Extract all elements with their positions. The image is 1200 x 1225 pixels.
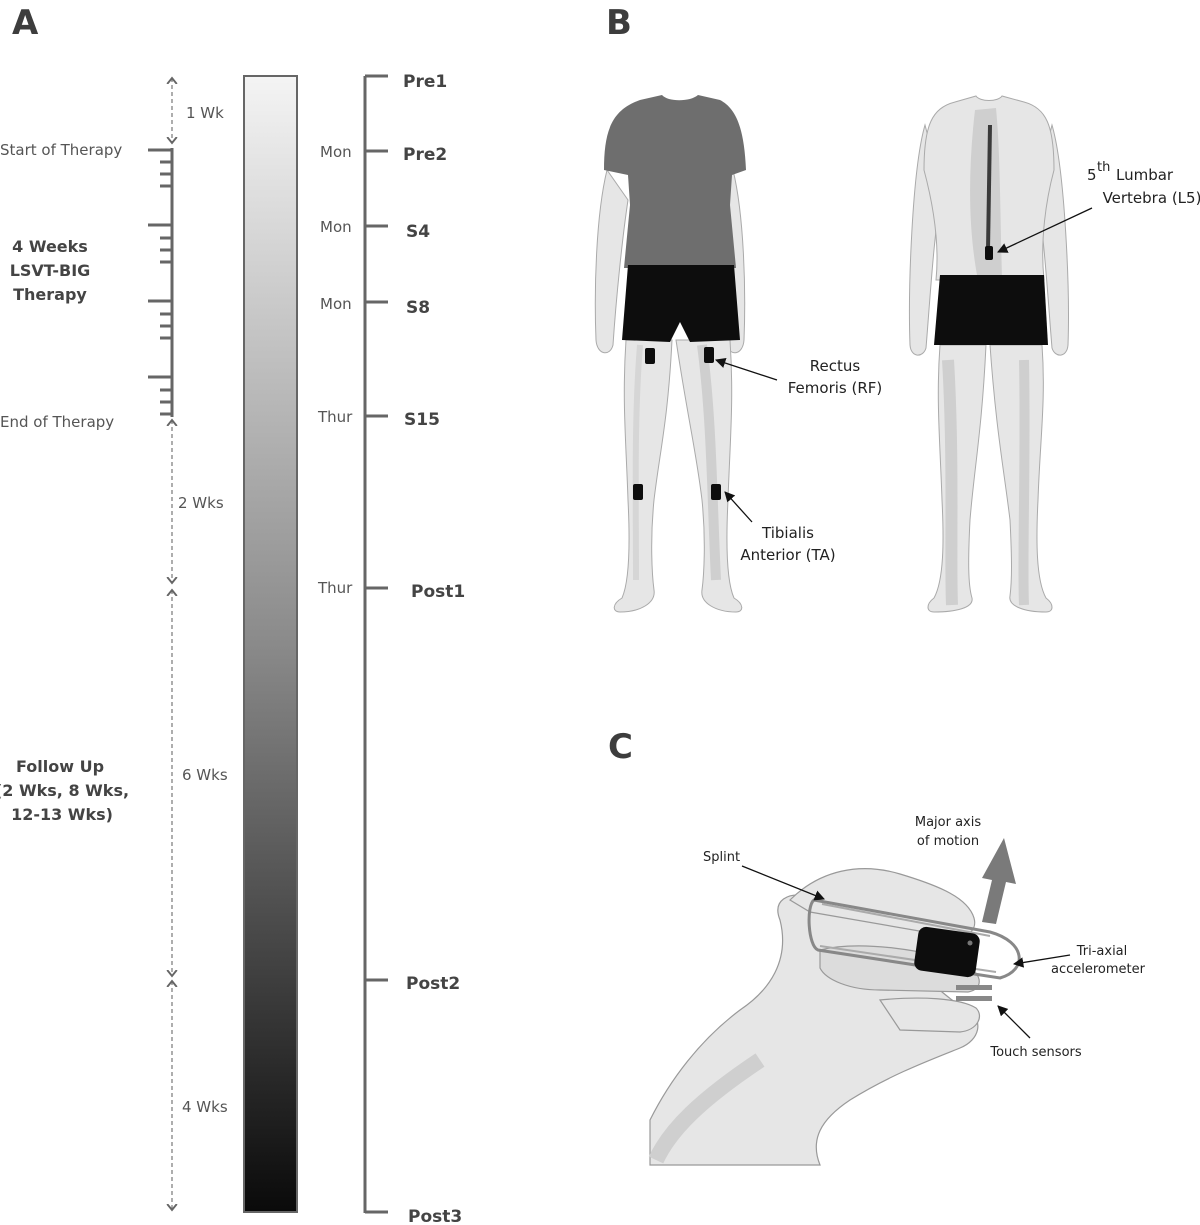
day-pre2: Mon [320, 143, 352, 161]
day-s4: Mon [320, 218, 352, 236]
session-post3: Post3 [408, 1207, 462, 1225]
hand-illustration [648, 868, 1021, 1166]
touch-label: Touch sensors [989, 1045, 1082, 1060]
l5-label-line-1: Lumbar [1116, 166, 1174, 184]
day-s15: Thur [317, 408, 353, 426]
panel-letter-b: B [606, 3, 632, 43]
interval-1wk: 1 Wk [186, 104, 224, 122]
followup-line-3: 12-13 Wks) [11, 805, 113, 824]
rf-label-line-1: Rectus [810, 357, 861, 375]
l5-label-number: 5 [1087, 166, 1097, 184]
l5-pointer [997, 207, 1093, 253]
therapy-phase-label: 4 Weeks LSVT-BIG Therapy [10, 237, 91, 304]
front-body-figure [594, 95, 746, 613]
l5-label-superscript: th [1097, 160, 1110, 175]
panel-letter-c: C [608, 727, 633, 767]
interval-4wks: 4 Wks [182, 1098, 228, 1116]
session-labels: Pre1 Pre2 S4 S8 S15 Post1 Post2 Post3 [403, 72, 465, 1225]
axis-label-line-1: Major axis [915, 815, 981, 830]
start-of-therapy-label: Start of Therapy [0, 141, 122, 159]
session-s15: S15 [404, 410, 440, 430]
day-post1: Thur [317, 579, 353, 597]
session-s4: S4 [406, 222, 430, 242]
back-body-figure [909, 95, 1069, 613]
interval-6wks: 6 Wks [182, 766, 228, 784]
session-post2: Post2 [406, 974, 460, 994]
timeline-gradient-bar [243, 75, 298, 1213]
session-pre1: Pre1 [403, 72, 447, 92]
accelerometer-device [914, 926, 980, 978]
accel-pointer [1012, 954, 1071, 968]
touch-pointer [997, 1005, 1031, 1039]
major-axis-arrow [982, 838, 1016, 924]
rf-pointer [715, 357, 778, 381]
interval-2wks: 2 Wks [178, 494, 224, 512]
ta-label-line-1: Tibialis [761, 524, 814, 542]
ta-label-line-2: Anterior (TA) [740, 546, 835, 564]
l5-sensor [985, 246, 993, 260]
followup-line-2: (2 Wks, 8 Wks, [0, 781, 129, 800]
therapy-ruler [148, 148, 174, 417]
therapy-line-2: LSVT-BIG [10, 261, 91, 280]
session-post1: Post1 [411, 582, 465, 602]
session-days: Mon Mon Mon Thur Thur [317, 143, 353, 597]
rf-sensor-left [645, 348, 655, 364]
splint-label: Splint [703, 850, 740, 865]
ta-sensor-left [633, 484, 643, 500]
accel-label-line-2: accelerometer [1051, 962, 1146, 977]
session-pre2: Pre2 [403, 145, 447, 165]
therapy-line-1: 4 Weeks [12, 237, 88, 256]
session-ruler [363, 74, 388, 1214]
splint-pointer [741, 865, 825, 901]
day-s8: Mon [320, 295, 352, 313]
panel-letter-a: A [12, 3, 39, 43]
rf-sensor-right [704, 347, 714, 363]
accel-label-line-1: Tri-axial [1076, 944, 1128, 959]
followup-line-1: Follow Up [16, 757, 104, 776]
ta-sensor-right [711, 484, 721, 500]
l5-label: 5 th Lumbar Vertebra (L5) [1087, 160, 1200, 207]
touch-sensor-bottom [956, 996, 992, 1001]
therapy-line-3: Therapy [13, 285, 87, 304]
end-of-therapy-label: End of Therapy [0, 413, 114, 431]
touch-sensor-top [956, 985, 992, 990]
axis-label-line-2: of motion [917, 834, 979, 849]
l5-label-line-2: Vertebra (L5) [1103, 189, 1200, 207]
rf-label-line-2: Femoris (RF) [788, 379, 883, 397]
ta-pointer [724, 491, 753, 523]
followup-phase-label: Follow Up (2 Wks, 8 Wks, 12-13 Wks) [0, 757, 129, 824]
session-s8: S8 [406, 298, 430, 318]
